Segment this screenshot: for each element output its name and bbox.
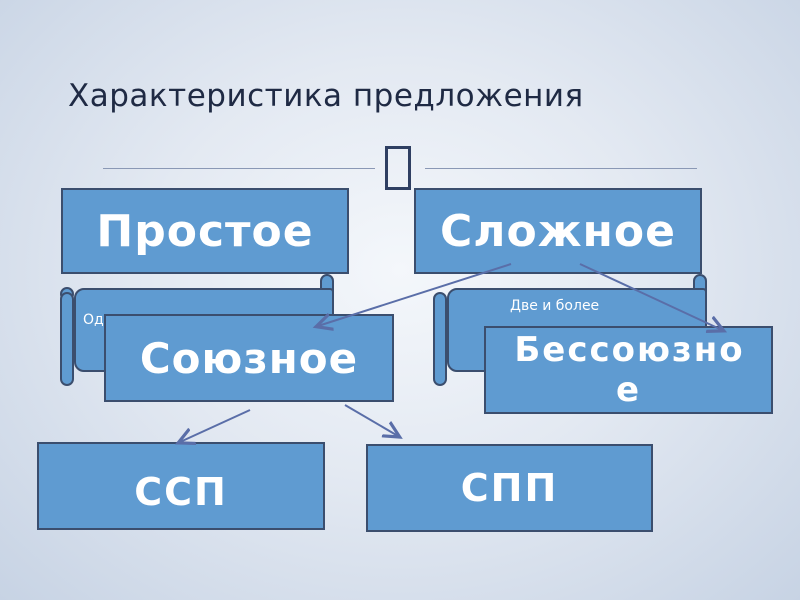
node-nonunion-line1-text: Бессоюзн bbox=[514, 330, 720, 370]
arrow-union-to-ssp bbox=[180, 409, 251, 442]
slide-title: Характеристика предложения bbox=[68, 78, 584, 114]
scroll-right-rod bbox=[433, 292, 447, 386]
placeholder-glyph-icon bbox=[385, 146, 411, 190]
title-rule-right bbox=[425, 168, 697, 169]
node-union: Союзное bbox=[104, 314, 394, 402]
node-simple: Простое bbox=[61, 188, 349, 274]
node-ssp: ССП bbox=[37, 442, 325, 530]
node-complex: Сложное bbox=[414, 188, 702, 274]
scroll-right-text: Две и более bbox=[510, 298, 600, 314]
node-nonunion-overlap-letter: о bbox=[719, 330, 743, 370]
scroll-left-rod bbox=[60, 292, 74, 386]
node-spp: СПП bbox=[366, 444, 653, 532]
node-nonunion-line2: е bbox=[615, 370, 642, 410]
title-rule-left bbox=[103, 168, 375, 169]
scroll-left-text: Од bbox=[83, 312, 104, 328]
arrow-union-to-spp bbox=[344, 404, 398, 436]
